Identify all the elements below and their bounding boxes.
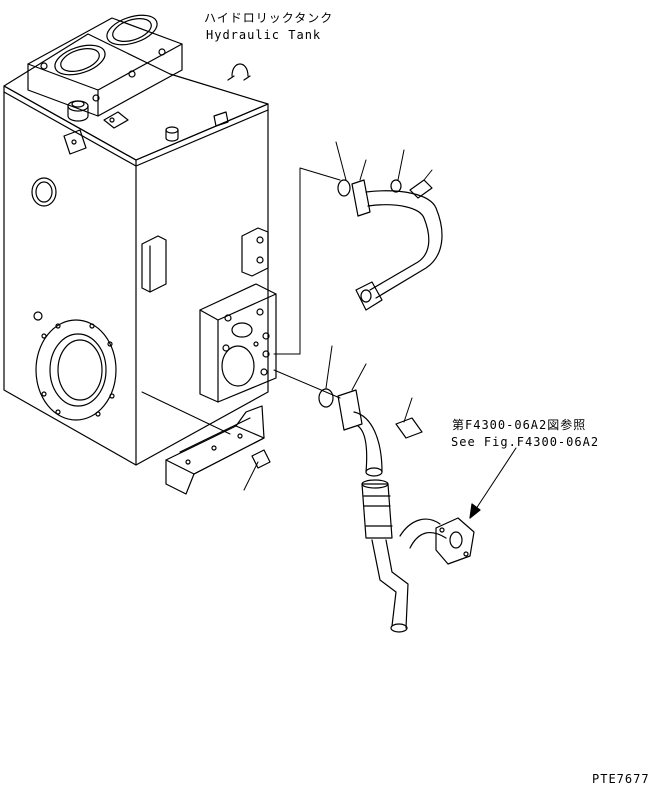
port-manifold-plate [199, 283, 277, 403]
return-port-flange [33, 311, 117, 421]
bolt-lower [395, 417, 423, 439]
tank-name-english: Hydraulic Tank [206, 28, 322, 42]
tank-name-japanese: ハイドロリックタンク [204, 11, 334, 25]
bottom-bracket [165, 405, 265, 495]
figure-reference-english: See Fig.F4300-06A2 [451, 435, 600, 449]
sight-gauge [31, 177, 57, 207]
filler-housing [27, 14, 183, 117]
suction-pipe-assembly [335, 141, 443, 311]
mounting-brackets [141, 227, 269, 293]
figure-reference-japanese: 第F4300-06A2図参照 [452, 418, 587, 432]
lifting-hook [231, 63, 249, 77]
drawing-number: PTE7677 [592, 772, 650, 786]
bracket-bolt [243, 449, 271, 491]
o-ring-lower [318, 388, 334, 408]
washer-upper [390, 179, 402, 193]
bolt-upper [409, 179, 433, 199]
top-fittings [63, 100, 229, 155]
return-pipe-assembly [318, 345, 517, 633]
o-ring-upper [337, 179, 351, 197]
hydraulic-tank [3, 14, 341, 495]
